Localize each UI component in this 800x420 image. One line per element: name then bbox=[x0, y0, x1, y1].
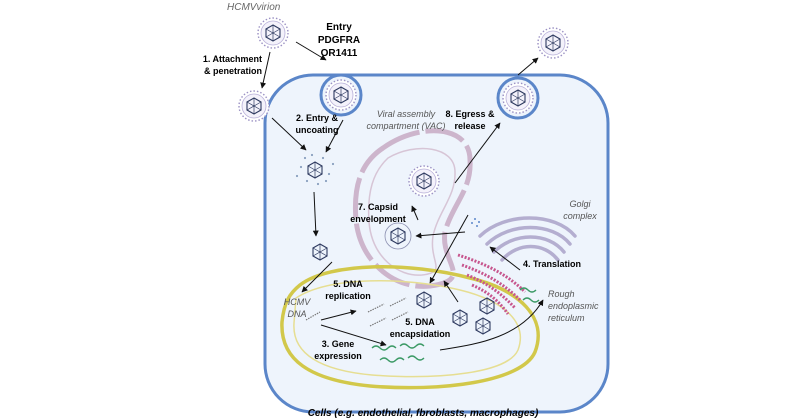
virion-top bbox=[258, 18, 288, 48]
rough-er bbox=[457, 253, 527, 315]
golgi-label-line2: complex bbox=[563, 211, 597, 221]
virion-vac bbox=[409, 166, 439, 196]
step7-label-line1: 7. Capsid bbox=[358, 202, 398, 212]
receptor-or1411: OR1411 bbox=[321, 48, 358, 59]
step5a-label-line2: replication bbox=[325, 291, 371, 301]
step2-label-line1: 2. Entry & bbox=[296, 113, 339, 123]
process-arrows bbox=[260, 41, 544, 351]
step5b-label-line1: 5. DNA bbox=[405, 317, 435, 327]
step8-label-line1: 8. Egress & bbox=[445, 109, 495, 119]
receptor-pdgfra: PDGFRA bbox=[318, 35, 360, 46]
vac-label-line1: Viral assembly bbox=[377, 109, 436, 119]
hcmv-dna bbox=[305, 297, 409, 327]
hcmv-dna-label-line2: DNA bbox=[287, 309, 306, 319]
step1-label-line2: & penetration bbox=[204, 66, 262, 76]
viral-assembly-compartment bbox=[352, 128, 473, 289]
cell-membrane bbox=[263, 73, 610, 414]
caption: Cells (e.g. endothelial, fbroblasts, mac… bbox=[308, 408, 539, 419]
step3-label-line2: expression bbox=[314, 351, 362, 361]
step4-label: 4. Translation bbox=[523, 259, 581, 269]
virion-egress bbox=[496, 76, 540, 120]
golgi-label-line1: Golgi bbox=[569, 199, 591, 209]
step5b-label-line2: encapsidation bbox=[390, 329, 451, 339]
step5a-label-line1: 5. DNA bbox=[333, 279, 363, 289]
golgi-complex bbox=[478, 216, 577, 262]
step3-label-line1: 3. Gene bbox=[322, 339, 355, 349]
step7-label-line2: envelopment bbox=[350, 214, 406, 224]
virion-entry bbox=[319, 73, 363, 117]
step1-label-line1: 1. Attachment bbox=[203, 54, 262, 64]
step2-label-line2: uncoating bbox=[296, 125, 339, 135]
rough-er-label-line1: Rough bbox=[548, 289, 575, 299]
rough-er-label-line2: endoplasmic bbox=[548, 301, 599, 311]
virion-top-right bbox=[538, 28, 568, 58]
entry-title: Entry bbox=[326, 22, 352, 33]
hcmv-dna-label-line1: HCMV bbox=[284, 297, 311, 307]
virion-label: HCMVvirion bbox=[227, 2, 281, 13]
step8-label-line2: release bbox=[454, 121, 485, 131]
vac-label-line2: compartment (VAC) bbox=[366, 121, 445, 131]
rough-er-label-line3: reticulum bbox=[548, 313, 585, 323]
mrna bbox=[371, 287, 540, 363]
virion-attached bbox=[239, 91, 269, 121]
uncoating-capsid bbox=[295, 153, 335, 186]
vesicle-dots bbox=[471, 218, 480, 227]
nucleus bbox=[280, 265, 540, 390]
